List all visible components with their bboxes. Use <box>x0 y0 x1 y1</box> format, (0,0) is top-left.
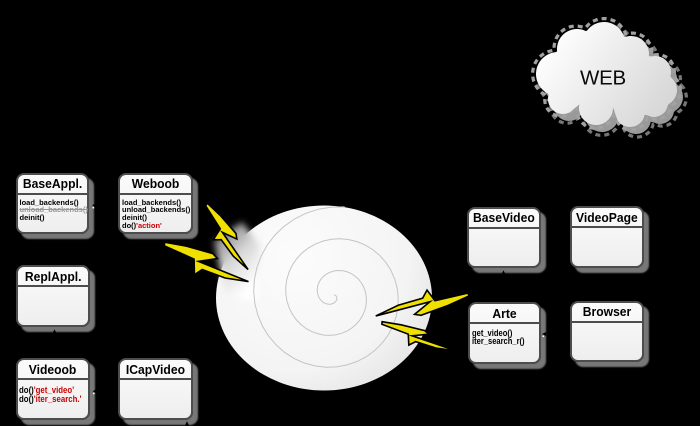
svg-text:WEB: WEB <box>580 67 626 90</box>
